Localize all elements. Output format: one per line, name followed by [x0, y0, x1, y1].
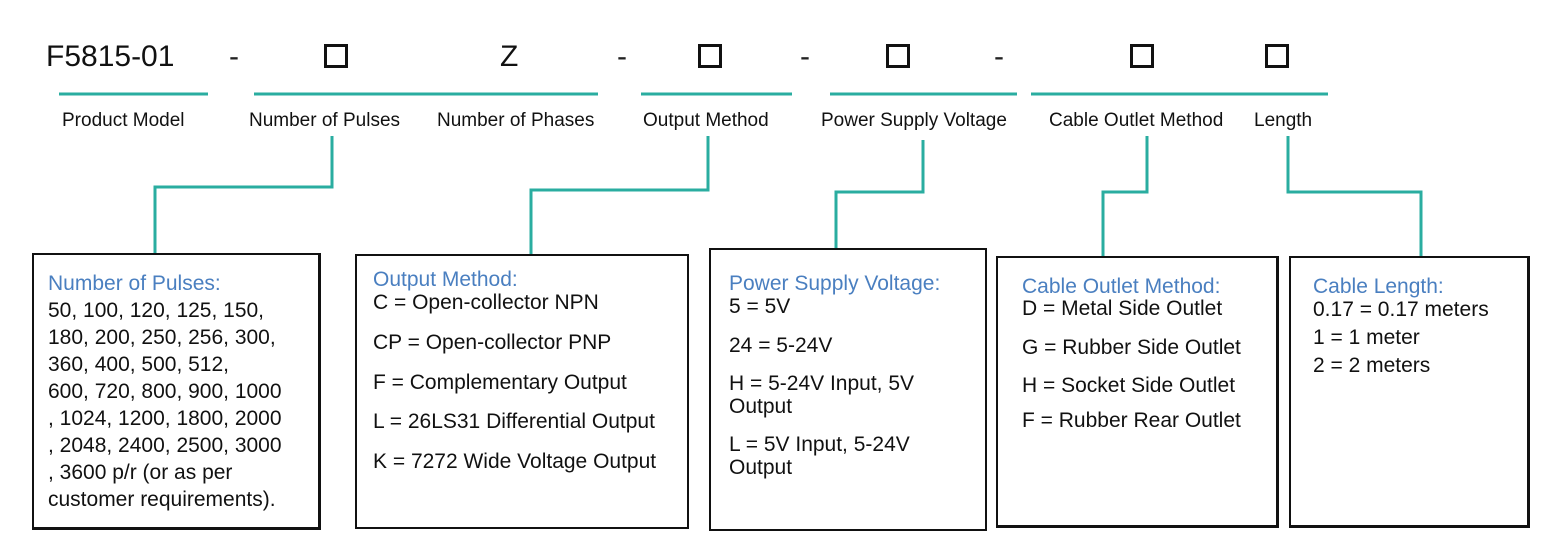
pulses-line: , 3600 p/r (or as per — [48, 461, 233, 484]
cable-line: F = Rubber Rear Outlet — [1022, 409, 1241, 432]
pulses-line: , 2048, 2400, 2500, 3000 — [48, 434, 282, 457]
voltage-line: 5 = 5V — [729, 295, 791, 318]
cable-box-title: Cable Outlet Method: — [1022, 275, 1221, 298]
output-line: L = 26LS31 Differential Output — [373, 410, 655, 433]
pulses-line: , 1024, 1200, 1800, 2000 — [48, 407, 282, 430]
voltage-placeholder-box — [886, 44, 910, 68]
cable-outlet-method-box: Cable Outlet Method: D = Metal Side Outl… — [996, 256, 1279, 528]
output-placeholder-box — [698, 44, 722, 68]
length-placeholder-box — [1265, 44, 1289, 68]
cable-placeholder-box — [1130, 44, 1154, 68]
voltage-line: 24 = 5-24V — [729, 334, 833, 357]
connector-cable — [1101, 136, 1149, 256]
label-cable-outlet-method: Cable Outlet Method — [1049, 110, 1224, 131]
label-output-method: Output Method — [643, 110, 769, 131]
pulses-placeholder-box — [324, 44, 348, 68]
connector-pulses — [153, 136, 334, 253]
pulses-line: customer requirements). — [48, 488, 276, 511]
pulses-line: 180, 200, 250, 256, 300, — [48, 326, 276, 349]
voltage-line: Output — [729, 395, 793, 418]
output-line: CP = Open-collector PNP — [373, 331, 612, 354]
label-length: Length — [1254, 110, 1313, 131]
length-line: 2 = 2 meters — [1313, 354, 1431, 377]
separator-dash: - — [994, 40, 1004, 73]
connector-length — [1286, 136, 1423, 256]
pulses-line: 360, 400, 500, 512, — [48, 353, 229, 376]
pulses-box-title: Number of Pulses: — [48, 272, 221, 295]
pulses-line: 50, 100, 120, 125, 150, — [48, 299, 265, 322]
label-power-supply-voltage: Power Supply Voltage — [821, 110, 1007, 131]
label-number-of-phases: Number of Phases — [437, 110, 595, 131]
connector-voltage — [834, 140, 925, 248]
output-box-title: Output Method: — [373, 268, 518, 291]
voltage-box-title: Power Supply Voltage: — [729, 272, 941, 295]
length-line: 1 = 1 meter — [1313, 326, 1420, 349]
cable-line: G = Rubber Side Outlet — [1022, 336, 1241, 359]
voltage-line: Output — [729, 456, 793, 479]
connector-output — [529, 136, 710, 254]
output-method-box: Output Method: C = Open-collector NPN CP… — [355, 254, 689, 529]
label-number-of-pulses: Number of Pulses — [249, 110, 401, 131]
output-line: C = Open-collector NPN — [373, 291, 599, 314]
label-product-model: Product Model — [62, 110, 185, 131]
length-box-title: Cable Length: — [1313, 275, 1444, 298]
voltage-line: H = 5-24V Input, 5V — [729, 372, 915, 395]
pulses-line: 600, 720, 800, 900, 1000 — [48, 380, 282, 403]
voltage-line: L = 5V Input, 5-24V — [729, 433, 910, 456]
power-supply-voltage-box: Power Supply Voltage: 5 = 5V 24 = 5-24V … — [709, 248, 987, 531]
pulses-box: Number of Pulses: 50, 100, 120, 125, 150… — [32, 253, 321, 530]
length-line: 0.17 = 0.17 meters — [1313, 298, 1489, 321]
product-model-code: F5815-01 — [46, 40, 175, 73]
cable-line: H = Socket Side Outlet — [1022, 374, 1236, 397]
output-line: F = Complementary Output — [373, 371, 627, 394]
output-line: K = 7272 Wide Voltage Output — [373, 450, 657, 473]
separator-dash: - — [229, 40, 239, 73]
cable-length-box: Cable Length: 0.17 = 0.17 meters 1 = 1 m… — [1289, 256, 1530, 528]
phase-code: Z — [500, 40, 519, 73]
separator-dash: - — [800, 40, 810, 73]
separator-dash: - — [617, 40, 627, 73]
cable-line: D = Metal Side Outlet — [1022, 297, 1223, 320]
